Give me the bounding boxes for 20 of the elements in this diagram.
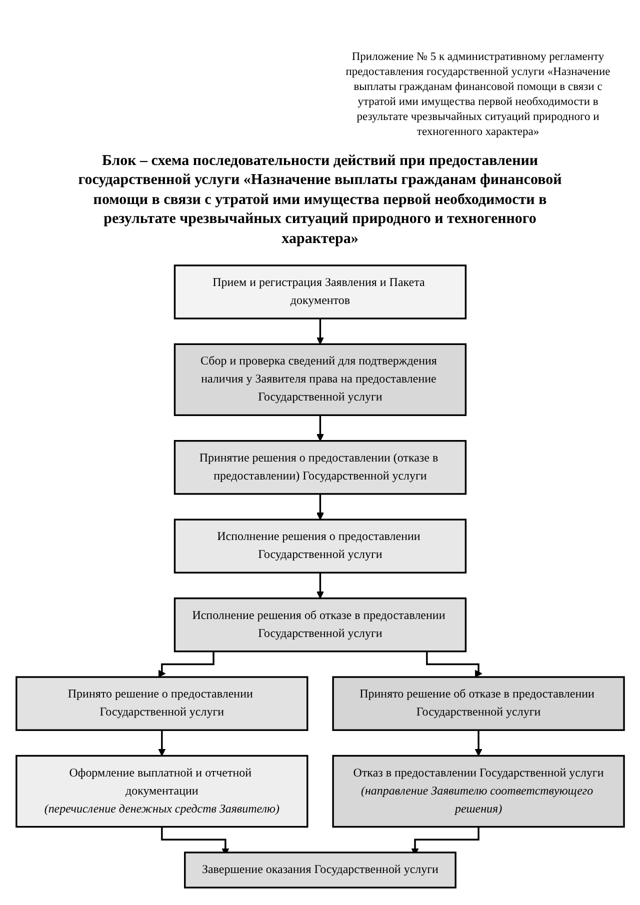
process-box: Принято решение о предоставлении Государственной услуги <box>15 676 308 731</box>
arrow <box>158 651 214 678</box>
arrow <box>316 572 324 599</box>
header-note: Приложение № 5 к административному регламенту предоставления государственной услуги «Назначение выплаты гражданам финансовой помощи в связи с утратой ими имущества первой необходимости в результате чрезвычайных ситуаций природного и техногенного характера» <box>344 50 612 140</box>
process-box: Исполнение решения о предоставлении Государственной услуги <box>174 518 466 574</box>
process-box: Исполнение решения об отказе в предоставлении Государственной услуги <box>174 597 466 652</box>
process-box: Оформление выплатной и отчетной документации (перечисление денежных средств Заявителю) <box>15 754 308 828</box>
arrow <box>474 730 482 756</box>
process-box: Завершение оказания Государственной услуги <box>184 852 456 888</box>
arrow <box>316 494 324 520</box>
process-box: Принято решение об отказе в предоставлении Государственной услуги <box>332 676 625 731</box>
diagram-title: Блок – схема последовательности действий при предоставлении государственной услуги «Назначение выплаты гражданам финансовой помощи в связи с утратой ими имущества первой необходимости в результате чрезвычайных ситуаций природного и техногенного характера» <box>77 152 563 249</box>
arrow <box>316 415 324 442</box>
process-box: Отказ в предоставлении Государственной услуги (направление Заявителю соответствующего решения) <box>332 754 625 828</box>
process-box: Прием и регистрация Заявления и Пакета документов <box>174 264 466 320</box>
arrow <box>158 730 166 756</box>
process-box: Сбор и проверка сведений для подтверждения наличия у Заявителя права на предоставление Государственной услуги <box>174 343 466 416</box>
arrow <box>426 651 482 678</box>
process-box: Принятие решения о предоставлении (отказе в предоставлении) Государственной услуги <box>174 440 466 495</box>
arrow <box>316 318 324 344</box>
